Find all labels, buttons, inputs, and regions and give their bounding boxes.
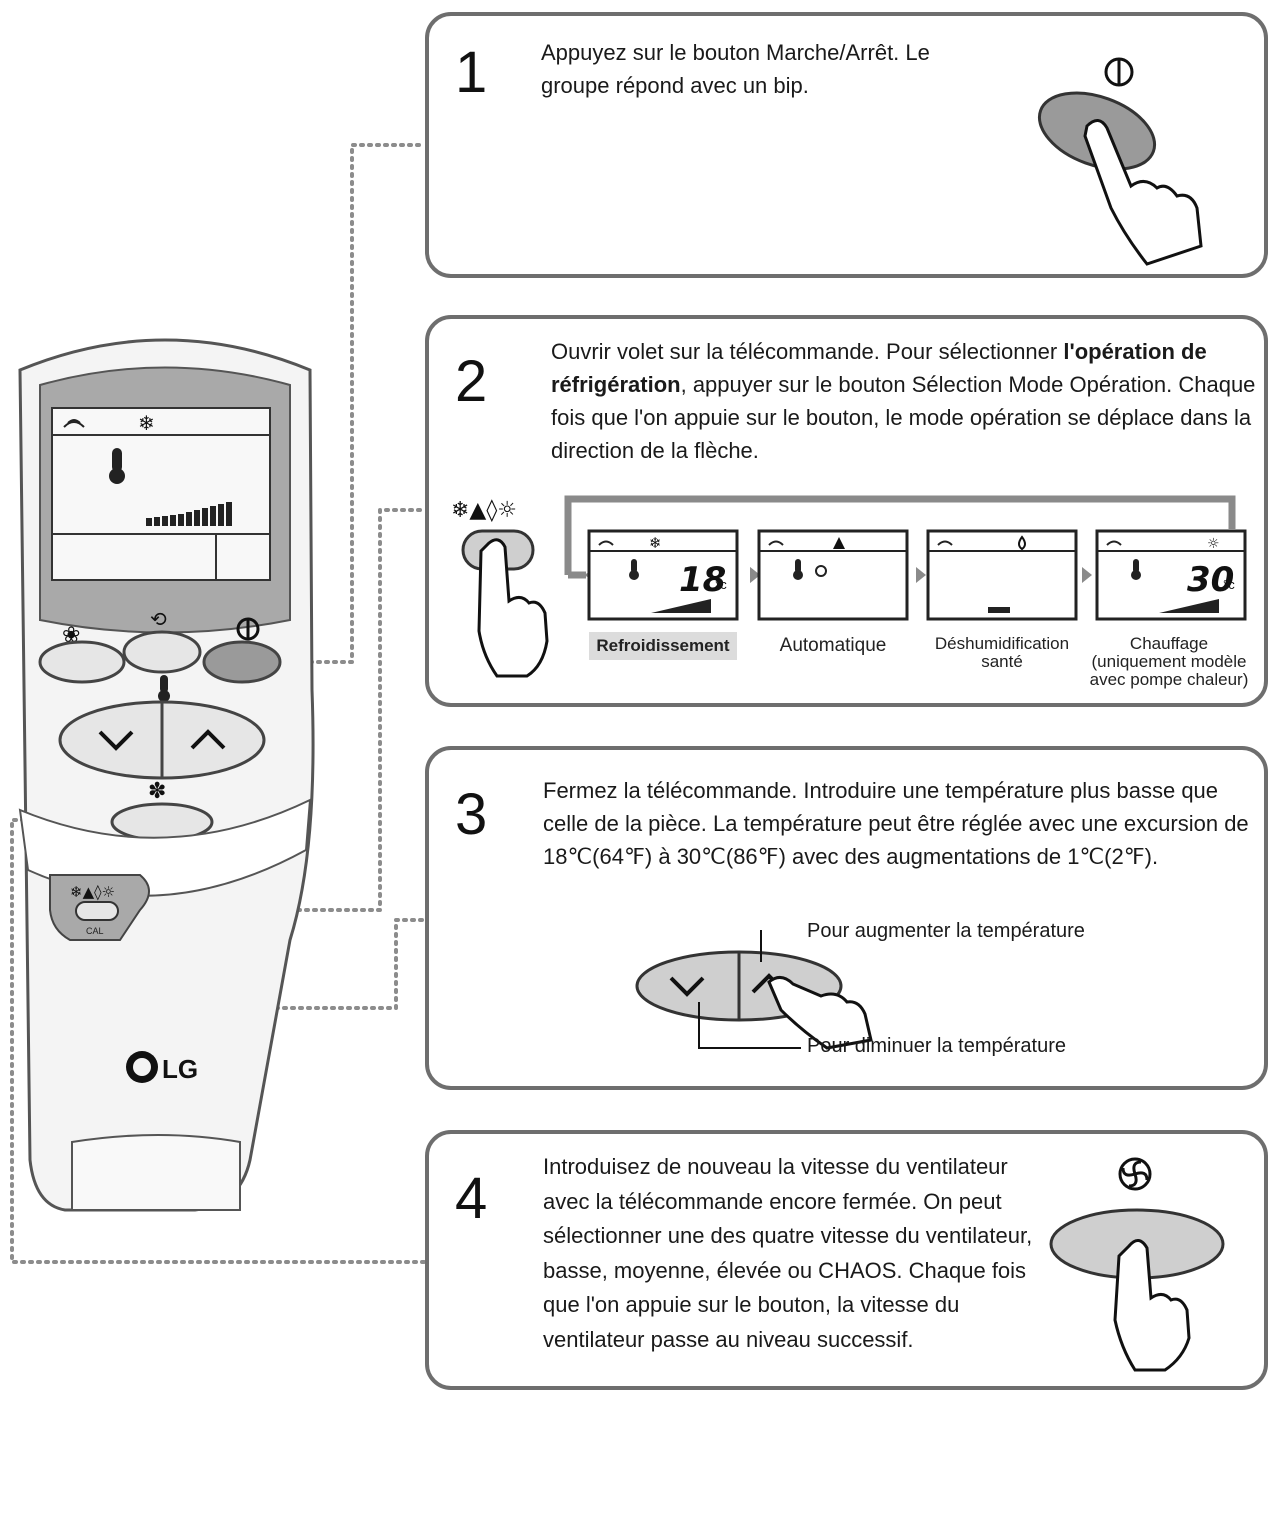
remote-cal-label: CAL — [86, 926, 104, 936]
temperature-buttons-illustration — [635, 930, 873, 1050]
decrease-temperature-label: Pour diminuer la température — [807, 1035, 1067, 1057]
remote-control: ❄ ❀ ⟲ ✽ ❄▲◊☼ CAL LG — [18, 338, 315, 1212]
step-1-panel: 1 Appuyez sur le bouton Marche/Arrêt. Le… — [425, 12, 1268, 278]
power-press-illustration — [1037, 57, 1203, 266]
mode-symbols: ❄▲◊☼ — [451, 498, 517, 523]
mode-lcd-dehumidify — [926, 529, 1078, 621]
pressing-hand-icon — [1083, 119, 1203, 266]
step-2-panel: 2 Ouvrir volet sur la télécommande. Pour… — [425, 315, 1268, 707]
mode-lcd-heating: ☼ 30 °c — [1095, 529, 1247, 621]
step-3-panel: 3 Fermez la télécommande. Introduire une… — [425, 746, 1268, 1090]
svg-text:⟲: ⟲ — [150, 607, 167, 631]
mode-label-cooling: Refroidissement — [589, 632, 737, 660]
mode-label-heating: Chauffage (uniquement modèle avec pompe … — [1089, 634, 1249, 689]
mode-lcd-cooling: ❄ 18 °c — [587, 529, 739, 621]
remote-mode-symbols: ❄▲◊☼ — [70, 883, 115, 901]
svg-text:✽: ✽ — [148, 779, 166, 804]
pressing-hand-icon — [1113, 1239, 1191, 1372]
remote-fan-direction-button — [38, 640, 126, 684]
cooling-operation-emphasis: l'opération de réfrigération — [551, 339, 1207, 397]
svg-text:❄: ❄ — [649, 534, 662, 552]
fan-icon — [1118, 1157, 1152, 1191]
svg-text:30: 30 — [1187, 560, 1234, 600]
svg-text:°c: °c — [1223, 577, 1235, 592]
step-4-panel: 4 Introduisez de nouveau la vitesse du v… — [425, 1130, 1268, 1390]
svg-text:❄: ❄ — [138, 411, 155, 435]
remote-lcd — [51, 407, 271, 581]
fan-speed-illustration — [1049, 1157, 1225, 1372]
step-2-number: 2 — [455, 349, 488, 414]
mode-label-auto: Automatique — [779, 635, 887, 656]
increase-temperature-label: Pour augmenter la température — [807, 920, 1085, 942]
step-3-number: 3 — [455, 782, 488, 847]
svg-text:18: 18 — [679, 560, 726, 600]
pressing-hand-icon — [767, 976, 873, 1050]
remote-power-button — [202, 640, 282, 684]
step-3-text: Fermez la télécommande. Introduire une t… — [543, 778, 1249, 869]
remote-swing-button — [122, 630, 202, 674]
temp-down-arrow-icon — [669, 976, 705, 997]
step-1-number: 1 — [455, 40, 488, 105]
svg-text:☼: ☼ — [1207, 536, 1220, 552]
step-4-text: Introduisez de nouveau la vitesse du ven… — [543, 1154, 1033, 1352]
remote-mode-button — [75, 901, 119, 921]
mode-label-dehumidify: Déshumidification santé — [934, 634, 1070, 671]
svg-text:°c: °c — [715, 577, 727, 592]
remote-brand: LG — [162, 1054, 198, 1084]
step-1-text: Appuyez sur le bouton Marche/Arrêt. Le g… — [541, 40, 930, 98]
step-4-number: 4 — [455, 1166, 488, 1231]
step-2-text: Ouvrir volet sur la télécommande. Pour s… — [551, 339, 1256, 463]
mode-lcd-auto — [757, 529, 909, 621]
mode-button-illustration: ❄▲◊☼ — [451, 498, 549, 678]
pressing-hand-icon — [477, 538, 549, 678]
